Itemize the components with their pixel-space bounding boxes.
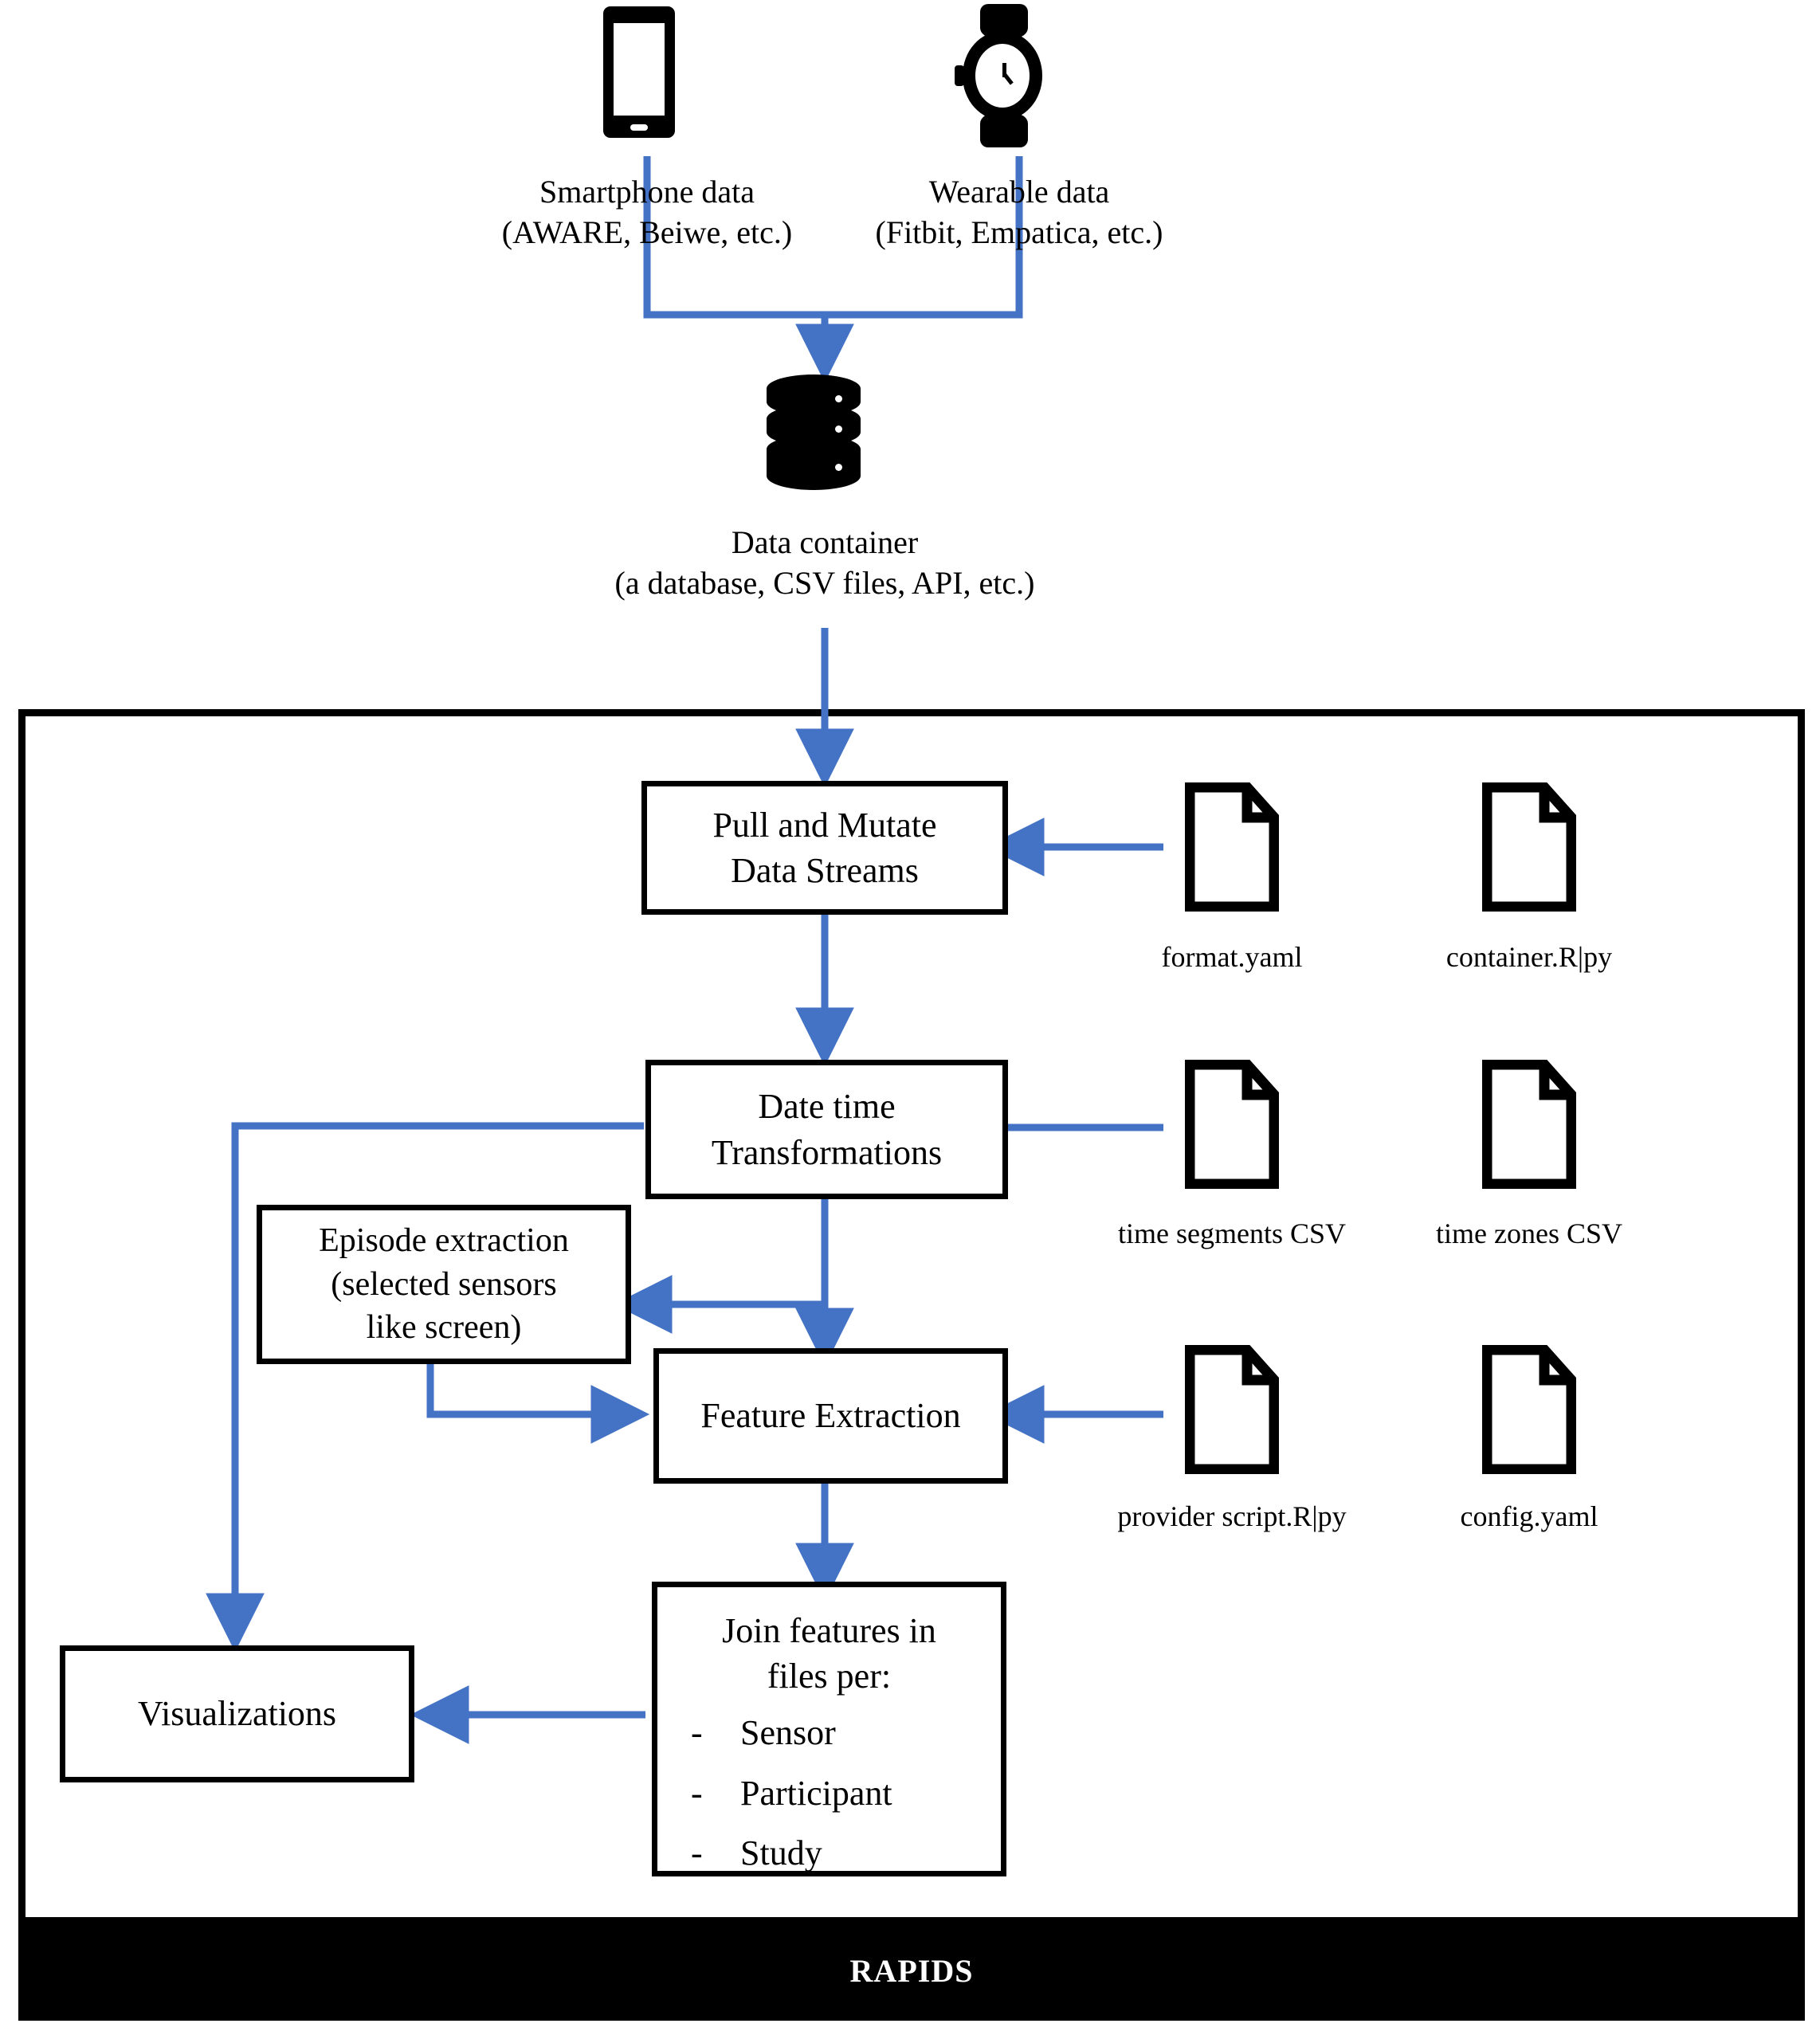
arrow-episode-to-feature	[426, 1364, 650, 1444]
feature-line1: Feature Extraction	[700, 1396, 961, 1436]
wearable-label-line1: Wearable data	[928, 174, 1110, 210]
file-label-text: provider script.R|py	[1117, 1500, 1347, 1532]
file-label-time-segments-csv: time segments CSV	[1073, 1215, 1391, 1252]
datetime-line1: Date time	[758, 1087, 896, 1127]
process-pull-and-mutate[interactable]: Pull and Mutate Data Streams	[641, 781, 1008, 915]
file-icon	[1481, 1059, 1577, 1190]
pull-line2: Data Streams	[731, 851, 919, 890]
database-icon	[767, 374, 861, 490]
rapids-banner-label: RAPIDS	[849, 1952, 974, 1989]
process-join-features[interactable]: Join features in files per: - Sensor - P…	[652, 1582, 1006, 1876]
datetime-line2: Transformations	[711, 1132, 943, 1172]
smartphone-icon	[603, 6, 675, 138]
episode-line3: like screen)	[366, 1309, 522, 1347]
process-date-time-transformations[interactable]: Date time Transformations	[645, 1060, 1008, 1199]
file-label-config-yaml: config.yaml	[1370, 1498, 1689, 1535]
episode-line1: Episode extraction	[319, 1222, 569, 1260]
rapids-banner: RAPIDS	[18, 1920, 1805, 2021]
join-bullet-dash-1: -	[691, 1773, 703, 1813]
file-label-text: format.yaml	[1161, 941, 1303, 973]
join-line1: Join features in	[722, 1611, 936, 1650]
process-visualizations[interactable]: Visualizations	[60, 1645, 414, 1782]
file-label-text: time zones CSV	[1436, 1218, 1622, 1249]
file-label-format-yaml: format.yaml	[1073, 939, 1391, 975]
episode-line2: (selected sensors	[331, 1265, 557, 1303]
arrow-watch-to-merge	[825, 156, 1023, 319]
viz-line1: Visualizations	[137, 1694, 337, 1734]
process-episode-extraction[interactable]: Episode extraction (selected sensors lik…	[257, 1205, 631, 1364]
wearable-label-line2: (Fitbit, Empatica, etc.)	[875, 214, 1163, 251]
data-container-line2: (a database, CSV files, API, etc.)	[614, 565, 1035, 602]
file-label-time-zones-csv: time zones CSV	[1370, 1215, 1689, 1252]
file-label-container-rpy: container.R|py	[1370, 939, 1689, 975]
join-bullet-dash-2: -	[691, 1833, 703, 1872]
file-label-text: config.yaml	[1460, 1500, 1598, 1532]
arrow-datetime-to-episode	[613, 1198, 829, 1334]
join-bullet-dash-0: -	[691, 1713, 703, 1753]
join-bullet-item: - Study	[665, 1830, 993, 1876]
join-bullet-item: - Sensor	[665, 1710, 993, 1755]
file-label-text: container.R|py	[1445, 941, 1613, 973]
file-icon	[1481, 782, 1577, 912]
file-icon	[1184, 1059, 1280, 1190]
data-container-label: Data container (a database, CSV files, A…	[546, 522, 1104, 603]
join-bullet-text-2: Study	[740, 1833, 822, 1872]
smartphone-label-line2: (AWARE, Beiwe, etc.)	[501, 214, 793, 251]
pull-line1: Pull and Mutate	[712, 805, 937, 845]
join-bullet-item: - Participant	[665, 1770, 993, 1816]
process-feature-extraction[interactable]: Feature Extraction	[653, 1348, 1008, 1484]
file-label-provider-script: provider script.R|py	[1073, 1498, 1391, 1535]
wearable-source-label: Wearable data (Fitbit, Empatica, etc.)	[860, 171, 1179, 253]
join-bullet-text-1: Participant	[740, 1773, 892, 1813]
file-label-text: time segments CSV	[1118, 1218, 1346, 1249]
arrow-datetime-to-visualizations	[206, 1122, 644, 1653]
watch-icon	[954, 4, 1053, 147]
smartphone-source-label: Smartphone data (AWARE, Beiwe, etc.)	[488, 171, 806, 253]
join-bullet-text-0: Sensor	[740, 1713, 836, 1753]
join-line2: files per:	[767, 1657, 892, 1696]
file-icon	[1184, 1344, 1280, 1475]
file-icon	[1184, 782, 1280, 912]
arrow-phone-to-merge	[643, 156, 825, 319]
smartphone-label-line1: Smartphone data	[539, 174, 755, 210]
file-icon	[1481, 1344, 1577, 1475]
data-container-line1: Data container	[731, 524, 919, 560]
